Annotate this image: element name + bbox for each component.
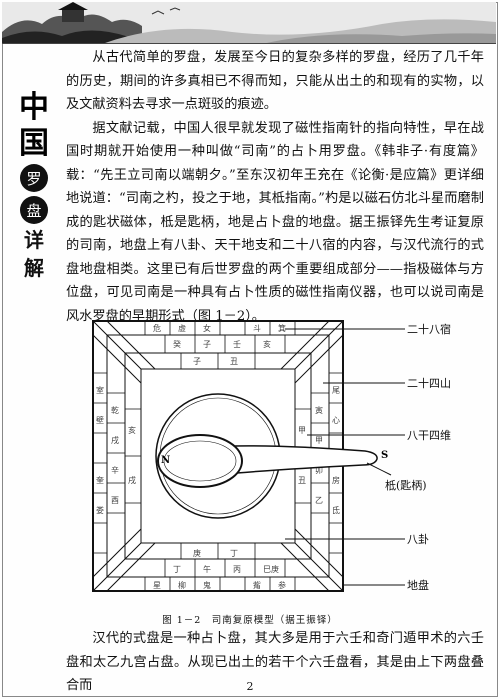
svg-text:觜: 觜 bbox=[253, 580, 261, 590]
paragraph: 从古代简单的罗盘，发展至今日的复杂多样的罗盘，经历了几千年的历史，期间的许多真相… bbox=[66, 50, 484, 112]
svg-text:壬: 壬 bbox=[233, 339, 241, 349]
paragraph: 据文献记载，中国人很早就发现了磁性指南针的指向特性，早在战国时期就开始使用一种叫… bbox=[66, 120, 484, 324]
svg-text:辛: 辛 bbox=[111, 465, 119, 475]
north-label: N bbox=[161, 455, 170, 466]
svg-text:参: 参 bbox=[278, 580, 286, 590]
svg-text:戌: 戌 bbox=[111, 435, 119, 445]
svg-text:乾: 乾 bbox=[111, 405, 119, 415]
page-number: 2 bbox=[246, 680, 254, 693]
svg-text:斗: 斗 bbox=[253, 324, 261, 333]
side-title: 中 国 罗 盘 详 解 bbox=[16, 90, 52, 282]
side-title-char: 解 bbox=[24, 256, 44, 280]
label-earth-plate: 地盘 bbox=[407, 578, 429, 592]
svg-text:丑: 丑 bbox=[298, 476, 306, 485]
svg-text:壁: 壁 bbox=[96, 415, 104, 425]
svg-text:庚: 庚 bbox=[193, 548, 201, 558]
figure-caption: 图 1－2 司南复原模型（据王振铎） bbox=[162, 615, 338, 626]
svg-text:寅: 寅 bbox=[315, 405, 323, 415]
svg-text:甲: 甲 bbox=[315, 436, 323, 445]
svg-text:癸: 癸 bbox=[173, 339, 181, 349]
svg-text:箕: 箕 bbox=[278, 323, 286, 333]
svg-text:戌: 戌 bbox=[128, 475, 136, 485]
svg-text:氐: 氐 bbox=[332, 505, 340, 515]
svg-text:鬼: 鬼 bbox=[203, 580, 211, 590]
side-title-seal: 盘 bbox=[20, 196, 48, 224]
paragraph: 汉代的式盘是一种占卜盘，其大多是用于六壬和奇门遁甲术的六壬盘和太乙九宫占盘。从现… bbox=[66, 631, 484, 693]
svg-text:乙: 乙 bbox=[315, 496, 323, 505]
svg-text:柳: 柳 bbox=[178, 580, 186, 590]
svg-text:星: 星 bbox=[153, 581, 161, 590]
svg-text:亥: 亥 bbox=[263, 339, 271, 349]
svg-text:丙: 丙 bbox=[233, 565, 241, 574]
svg-text:女: 女 bbox=[203, 323, 211, 333]
svg-text:丁: 丁 bbox=[230, 549, 238, 558]
label-twenty-four-mountains: 二十四山 bbox=[407, 376, 451, 390]
south-label: S bbox=[381, 450, 388, 461]
side-title-char: 国 bbox=[19, 126, 49, 161]
label-eight-stems-four-corners: 八干四维 bbox=[407, 429, 451, 442]
label-bagua: 八卦 bbox=[407, 532, 429, 546]
svg-text:奎: 奎 bbox=[96, 475, 104, 485]
svg-text:巳: 巳 bbox=[263, 565, 271, 574]
svg-text:房: 房 bbox=[332, 475, 340, 485]
svg-text:午: 午 bbox=[203, 564, 211, 574]
side-title-char: 详 bbox=[24, 228, 44, 252]
svg-text:卯: 卯 bbox=[315, 466, 323, 475]
svg-text:娄: 娄 bbox=[96, 505, 104, 515]
svg-text:丑: 丑 bbox=[230, 357, 238, 366]
label-spoon-handle: 柢(匙柄) bbox=[385, 478, 427, 492]
label-twenty-eight-mansions: 二十八宿 bbox=[407, 322, 451, 336]
spoon-magnet: N S bbox=[157, 434, 388, 488]
side-title-char: 中 bbox=[19, 90, 49, 125]
svg-text:虚: 虚 bbox=[178, 323, 186, 333]
svg-text:甲: 甲 bbox=[298, 426, 306, 435]
svg-text:亥: 亥 bbox=[128, 425, 136, 435]
svg-text:子: 子 bbox=[193, 357, 201, 366]
sinan-diagram: 危虚女斗箕 星柳鬼觜参 室壁奎娄 尾心房氐 癸子壬亥 丁午丙巳 乾戌辛酉 寅甲卯… bbox=[92, 320, 451, 592]
svg-text:庚: 庚 bbox=[271, 564, 279, 574]
svg-text:酉: 酉 bbox=[111, 496, 119, 505]
svg-text:危: 危 bbox=[153, 323, 161, 333]
svg-text:心: 心 bbox=[332, 416, 340, 425]
svg-text:室: 室 bbox=[96, 385, 104, 395]
svg-text:子: 子 bbox=[203, 340, 211, 349]
header-landscape-art bbox=[2, 2, 496, 44]
svg-text:尾: 尾 bbox=[332, 386, 340, 395]
bottom-text: 汉代的式盘是一种占卜盘，其大多是用于六壬和奇门遁甲术的六壬盘和太乙九宫占盘。从现… bbox=[66, 627, 484, 698]
svg-text:丁: 丁 bbox=[173, 565, 181, 574]
body-text: 从古代简单的罗盘，发展至今日的复杂多样的罗盘，经历了几千年的历史，期间的许多真相… bbox=[66, 46, 484, 328]
side-title-seal: 罗 bbox=[20, 164, 48, 192]
